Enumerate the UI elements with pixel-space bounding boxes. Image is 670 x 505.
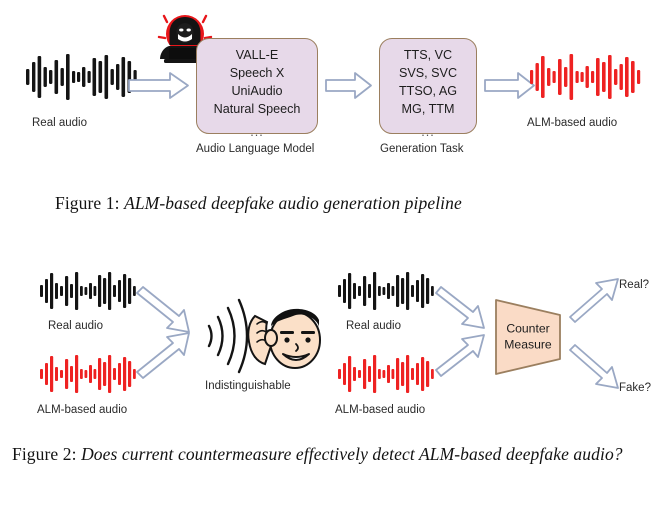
gen-line-1: TTS, VC [403, 48, 453, 62]
figure-1-caption: Figure 1: ALM-based deepfake audio gener… [55, 192, 635, 214]
figure-1-caption-text: ALM-based deepfake audio generation pipe… [124, 193, 462, 213]
label-output-real: Real? [619, 279, 650, 291]
figure-2-caption-text: Does current countermeasure effectively … [81, 444, 623, 464]
label-real-audio-fig2-left: Real audio [48, 320, 103, 332]
waveform-alm-audio-fig2-right [338, 355, 434, 393]
figure-1-graphic: Real audio VALL-E [0, 0, 670, 175]
alm-line-3: UniAudio [231, 83, 283, 98]
waveform-alm-audio-fig1 [530, 54, 641, 100]
arrow-real-to-alm [128, 72, 189, 99]
waveform-real-audio-fig2-right [338, 272, 434, 310]
figure-2-graphic: Real audio [0, 258, 670, 423]
label-alm-audio-fig2-right: ALM-based audio [335, 404, 426, 416]
label-real-audio-fig1: Real audio [32, 117, 87, 129]
label-real-audio-fig2-right: Real audio [346, 320, 401, 332]
gen-ellipsis: ... [421, 124, 435, 139]
label-audio-language-model: Audio Language Model [196, 143, 315, 155]
countermeasure-trapezoid [495, 299, 561, 375]
box-generation-task: TTS, VC SVS, SVC TTSO, AG MG, TTM ... [379, 38, 477, 139]
listening-face-icon [207, 298, 321, 374]
figure-1-caption-label: Figure 1: [55, 193, 120, 213]
label-output-fake: Fake? [619, 382, 651, 394]
arrow-output-real [569, 278, 619, 323]
waveform-real-audio-fig1 [26, 54, 137, 100]
figure-2-caption: Figure 2: Does current countermeasure ef… [12, 443, 660, 465]
figure-2-caption-label: Figure 2: [12, 444, 77, 464]
label-alm-audio-fig1: ALM-based audio [527, 117, 618, 129]
alm-ellipsis: ... [250, 124, 264, 139]
gen-line-4: MG, TTM [401, 101, 455, 116]
gen-line-3: TTSO, AG [398, 83, 458, 98]
alm-line-2: Speech X [229, 65, 285, 80]
alm-line-1: VALL-E [235, 48, 279, 62]
arrow-real-to-listener [136, 286, 190, 333]
label-indistinguishable: Indistinguishable [205, 380, 291, 392]
alm-line-4: Natural Speech [213, 101, 301, 116]
arrow-alm-to-countermeasure [435, 334, 485, 377]
waveform-real-audio-fig2-left [40, 272, 136, 310]
arrow-generation-to-output [484, 72, 535, 99]
box-audio-language-model: VALL-E Speech X UniAudio Natural Speech … [196, 38, 318, 139]
label-alm-audio-fig2-left: ALM-based audio [37, 404, 128, 416]
waveform-alm-audio-fig2-left [40, 355, 136, 393]
countermeasure-module: Counter Measure [494, 298, 570, 376]
arrow-alm-to-generation [325, 72, 372, 99]
label-generation-task: Generation Task [380, 143, 464, 155]
arrow-real-to-countermeasure [435, 286, 485, 329]
gen-line-2: SVS, SVC [398, 65, 458, 80]
arrow-output-fake [569, 344, 619, 389]
arrow-alm-to-listener [136, 332, 190, 379]
